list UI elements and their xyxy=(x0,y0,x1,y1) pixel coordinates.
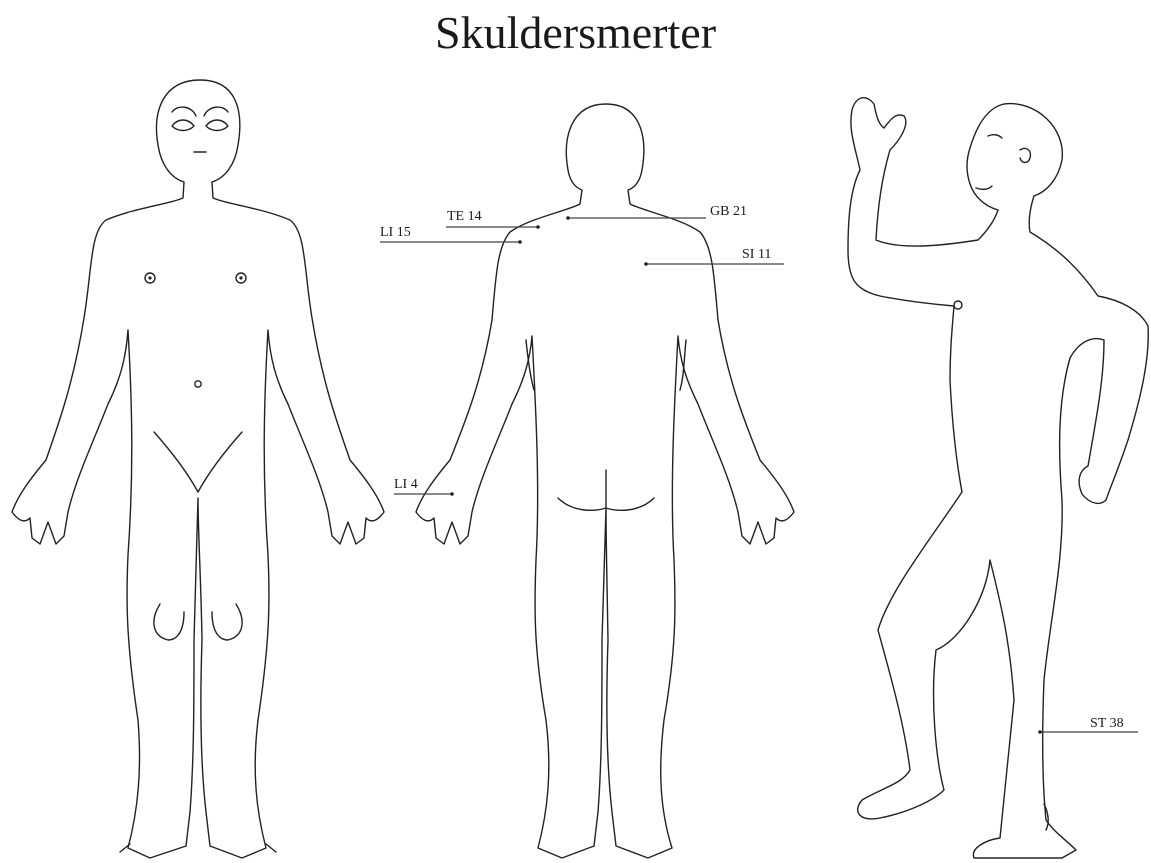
st38-marker xyxy=(1038,730,1042,734)
front-chest-dot-left xyxy=(148,276,151,279)
li4-label: LI 4 xyxy=(394,477,418,492)
front-navel xyxy=(195,381,201,387)
side-chest-point xyxy=(954,301,962,309)
te14-label: TE 14 xyxy=(447,209,482,224)
te14-marker xyxy=(536,225,540,229)
li15-label: LI 15 xyxy=(380,225,411,240)
li4-marker xyxy=(450,492,454,496)
li15-marker xyxy=(518,240,522,244)
st38-label: ST 38 xyxy=(1090,716,1124,731)
front-chest-dot-right xyxy=(239,276,242,279)
side-view-figure xyxy=(848,98,1148,858)
side-figure-outline xyxy=(848,98,1148,858)
acupoint-labels: TE 14 GB 21 LI 15 SI 11 LI 4 ST 38 xyxy=(380,204,1138,734)
front-view-figure xyxy=(12,80,384,858)
gb21-marker xyxy=(566,216,570,220)
front-figure-outline xyxy=(12,80,384,858)
front-figure-details xyxy=(120,107,276,852)
si11-marker xyxy=(644,262,648,266)
gb21-label: GB 21 xyxy=(710,204,747,219)
back-figure-details xyxy=(526,340,686,510)
si11-label: SI 11 xyxy=(742,247,771,262)
